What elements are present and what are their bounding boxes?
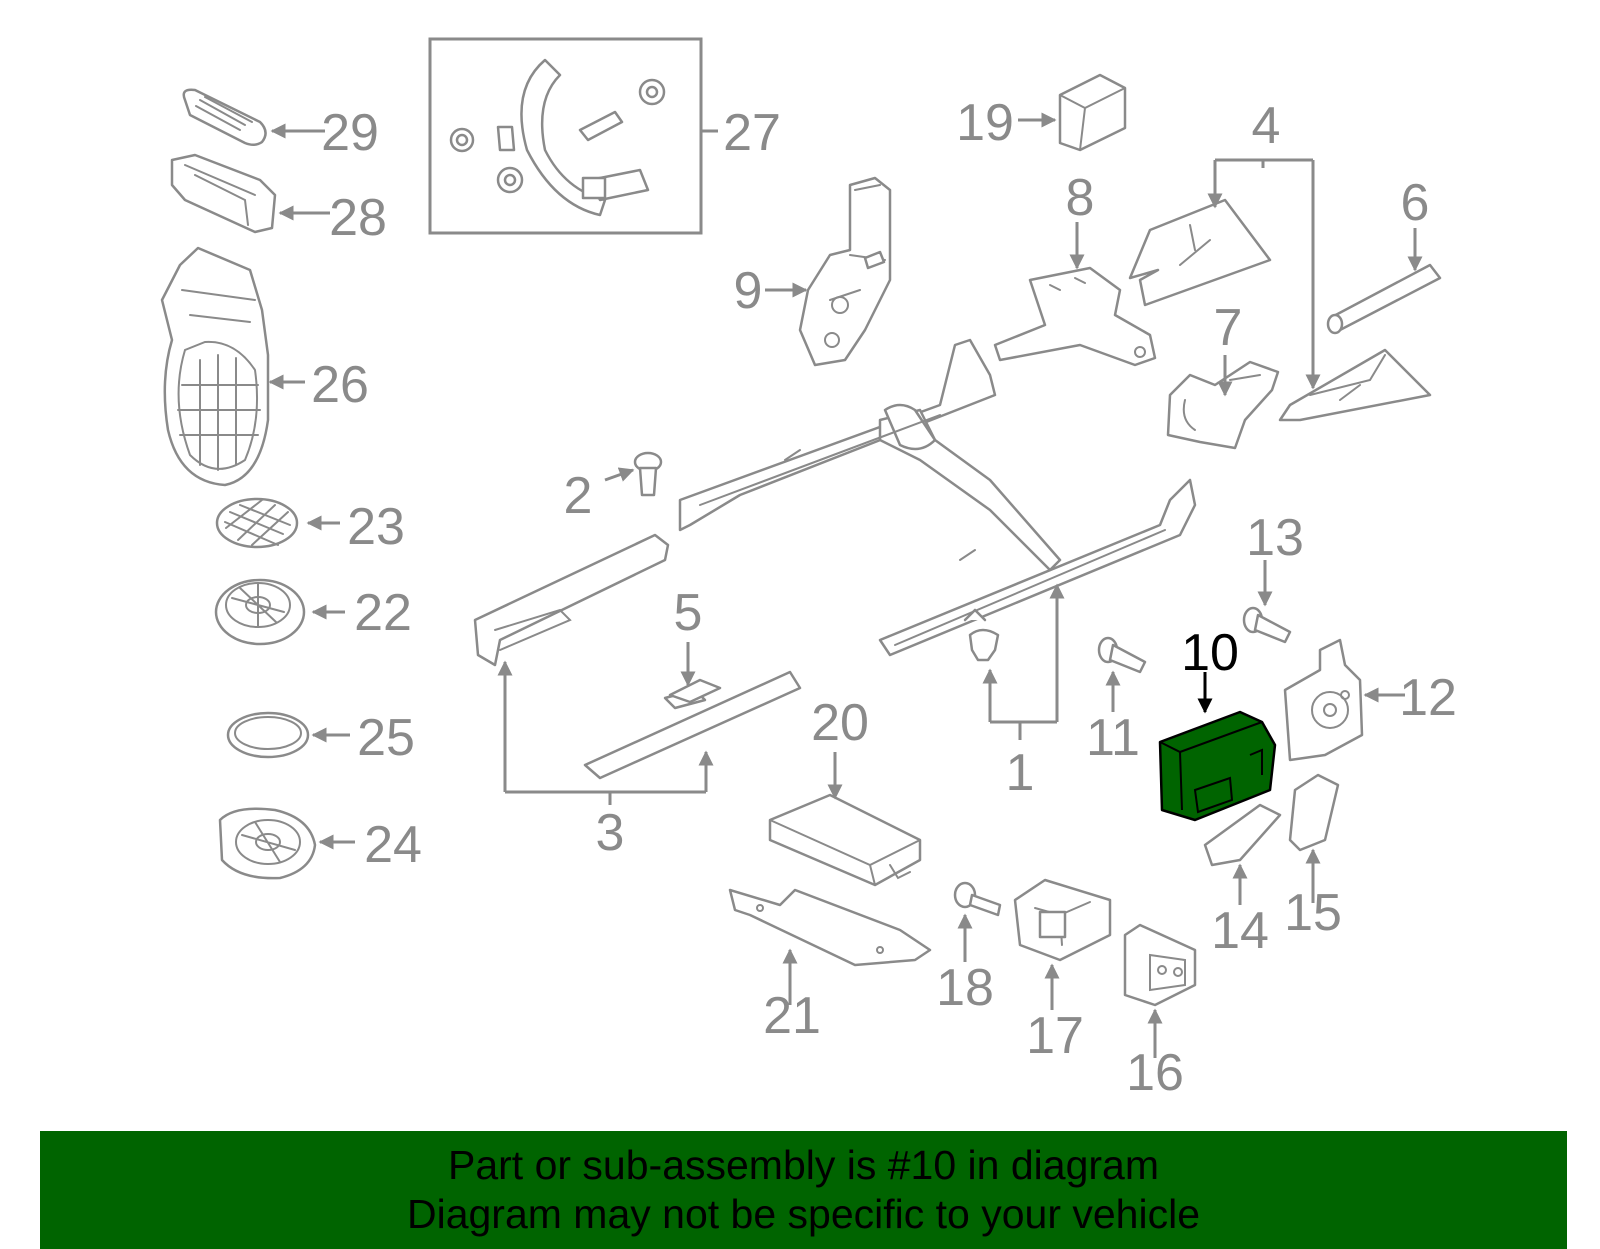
callout-26: 26 — [311, 356, 369, 414]
part-14-trim — [1203, 803, 1282, 905]
part-9-seat-motor — [765, 176, 892, 367]
part-6-rod — [1326, 228, 1442, 335]
callout-13: 13 — [1246, 509, 1304, 567]
part-13-screw — [1242, 560, 1292, 644]
callout-22: 22 — [354, 584, 412, 642]
callout-19: 19 — [956, 94, 1014, 152]
callout-16: 16 — [1126, 1044, 1184, 1102]
part-24-speaker-housing — [218, 807, 355, 880]
part-5-pad — [668, 678, 722, 704]
part-17-switch-housing — [1013, 878, 1112, 1010]
callout-6: 6 — [1401, 174, 1430, 232]
callout-12: 12 — [1399, 669, 1457, 727]
callout-7: 7 — [1214, 299, 1243, 357]
part-23-speaker-grille — [215, 497, 340, 549]
caption-line-1: Part or sub-assembly is #10 in diagram — [448, 1142, 1159, 1188]
part-1-seat-frame — [678, 338, 1197, 740]
callout-2: 2 — [564, 467, 593, 525]
part-8-bracket — [993, 222, 1157, 367]
part-20-module — [768, 752, 922, 887]
caption-banner: Part or sub-assembly is #10 in diagram D… — [40, 1131, 1567, 1249]
callout-3: 3 — [596, 804, 625, 862]
callout-11: 11 — [1086, 709, 1140, 767]
part-15-trim — [1288, 773, 1340, 903]
part-16-switch — [1123, 923, 1197, 1058]
callout-21: 21 — [763, 987, 821, 1045]
part-10-control-module — [1158, 672, 1277, 822]
part-2-bolt — [604, 451, 663, 497]
part-12-bracket — [1283, 638, 1405, 762]
part-21-plate — [728, 888, 932, 1005]
callout-27: 27 — [723, 104, 781, 162]
part-3-seat-rails — [473, 533, 802, 805]
callout-15: 15 — [1284, 884, 1342, 942]
callout-17: 17 — [1026, 1007, 1084, 1065]
callout-labels: 1 2 3 4 5 6 7 8 9 10 11 12 13 14 15 16 1… — [311, 94, 1457, 1102]
callout-1: 1 — [1006, 744, 1035, 802]
callout-9: 9 — [734, 262, 763, 320]
callout-5: 5 — [674, 584, 703, 642]
part-7-trim — [1166, 355, 1280, 450]
callout-24: 24 — [364, 816, 422, 874]
callout-18: 18 — [936, 959, 994, 1017]
callout-29: 29 — [321, 104, 379, 162]
part-27-hardware-kit — [428, 37, 718, 235]
part-18-screw — [953, 881, 1002, 962]
part-26-blower-housing — [160, 246, 305, 487]
part-19-cover — [1018, 73, 1127, 152]
part-28-vent-housing — [170, 153, 330, 234]
callout-4: 4 — [1252, 97, 1281, 155]
part-4-trim-lower — [1207, 158, 1432, 422]
part-22-speaker — [214, 578, 345, 646]
callout-8: 8 — [1066, 169, 1095, 227]
callout-25: 25 — [357, 709, 415, 767]
part-29-vent-grille — [182, 88, 325, 146]
caption-line-2: Diagram may not be specific to your vehi… — [406, 1191, 1200, 1237]
part-11-screw — [1097, 636, 1147, 712]
part-4-trim-upper — [1128, 198, 1272, 307]
callout-20: 20 — [811, 694, 869, 752]
callout-10: 10 — [1181, 624, 1239, 682]
callout-14: 14 — [1211, 902, 1269, 960]
part-25-seal-ring — [226, 711, 350, 759]
callout-23: 23 — [347, 498, 405, 556]
callout-28: 28 — [329, 189, 387, 247]
